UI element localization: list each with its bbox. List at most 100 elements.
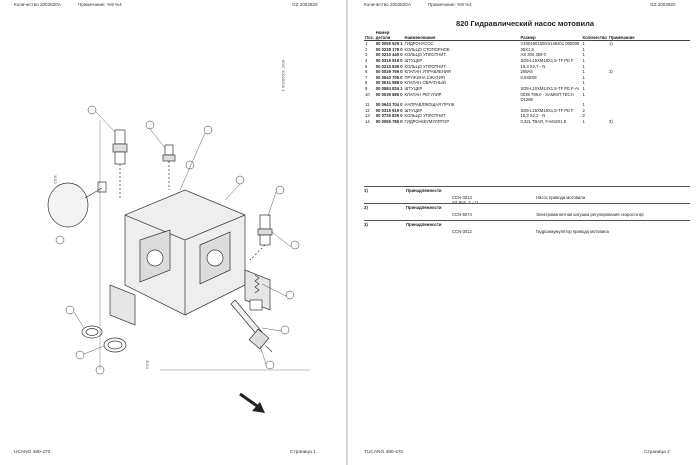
cell-name: ГИДРОАККУМУЛЯТОР bbox=[404, 119, 450, 125]
cell-name: КЛАПАН УПРАВЛЕНИЯ bbox=[404, 69, 451, 75]
cell-size: 0,8X8X8 bbox=[520, 74, 537, 80]
cell-qty: 1 bbox=[582, 74, 585, 80]
cell-part-number: 00 0039 759 0 bbox=[375, 69, 403, 75]
page-divider bbox=[346, 0, 348, 465]
note-label: Принадлежности bbox=[406, 205, 442, 210]
parts-table: Поз. Номер детали Наименование Размер Ко… bbox=[364, 29, 690, 124]
cell-pos: 11 bbox=[365, 102, 370, 108]
right-header-qty: Количество 2002820A bbox=[364, 2, 411, 7]
right-footer-model: TUCANO 480-470 bbox=[364, 450, 404, 455]
cell-part-number: 00 0584 834 1 bbox=[375, 86, 403, 92]
callout-3012: 3012 bbox=[53, 175, 58, 184]
note-description: Гидроаккумулятор привода мотовила bbox=[536, 229, 609, 234]
cell-part-number: 00 0725 839 0 bbox=[375, 113, 403, 119]
cell-name: ШТУЦЕР bbox=[404, 58, 423, 64]
cell-part-number: 00 0055 786 0 bbox=[375, 119, 403, 125]
cell-note bbox=[608, 91, 690, 102]
cell-size: 0,32L TBAR, F-M18X1,5 bbox=[520, 119, 567, 125]
cell-qty: 1 bbox=[582, 119, 585, 125]
cell-part-number: 00 0210 440 0 bbox=[375, 52, 403, 58]
cell-name: ШТУЦЕР bbox=[404, 107, 423, 113]
left-footer-page: Страница 1 bbox=[290, 450, 316, 455]
cell-pos: 10 bbox=[365, 91, 370, 97]
cell-note: 1) bbox=[608, 41, 613, 47]
cell-name: КОЛЬЦО СТОПОРНОЕ bbox=[404, 46, 450, 52]
left-header-note: Примечание: %9 %4 bbox=[78, 2, 122, 7]
cell-pos: 4 bbox=[365, 58, 368, 64]
callout-3013: 3013 bbox=[145, 360, 150, 369]
direction-arrow-icon bbox=[239, 392, 265, 413]
cell-pos: 13 bbox=[365, 113, 370, 119]
cell-name: НАПРАВЛЯЮЩАЯ ПРУЖ bbox=[404, 102, 455, 108]
cell-pos: 6 bbox=[365, 69, 368, 75]
cell-size: 35X1,5 bbox=[520, 46, 534, 52]
col-header-part-number: Номер детали bbox=[374, 29, 404, 41]
page-title: 820 Гидравлический насос мотовила bbox=[455, 19, 595, 28]
note-label: Принадлежности bbox=[406, 188, 442, 193]
cell-name: ГИДРОНАСОС bbox=[404, 41, 434, 47]
col-header-pos: Поз. bbox=[364, 29, 375, 41]
cell-note: 3) bbox=[608, 119, 613, 125]
note-label: Принадлежности bbox=[406, 222, 442, 227]
note-extra: mit Pos. 2 - 11 bbox=[452, 200, 479, 205]
cell-part-number: 00 0228 178 0 bbox=[375, 46, 403, 52]
cell-qty: 2 bbox=[582, 113, 585, 119]
cell-part-number: 00 0055 529 1 bbox=[375, 41, 403, 47]
note-block: 2) Принадлежности CCN-9274 Электромагнит… bbox=[364, 203, 690, 220]
cell-qty: 2 bbox=[582, 107, 585, 113]
cell-part-number: 00 0213 839 0 bbox=[375, 63, 403, 69]
cell-size: SD5-L15XM18X1,5-TF PE F bbox=[520, 58, 574, 64]
cell-name: ПРУЖИНА СЖАТИЯ bbox=[404, 74, 445, 80]
cell-part-number: 00 0643 705 0 bbox=[375, 74, 403, 80]
right-page: Количество 2002820A Примечание: %9 %4 GZ… bbox=[350, 0, 700, 465]
cell-qty: 1 bbox=[582, 58, 585, 64]
cell-part-number: 00 0631 588 0 bbox=[375, 80, 403, 86]
cell-size: SD5-L15XM18X1,5-TF PE F bbox=[520, 107, 574, 113]
col-header-qty: Количество bbox=[581, 29, 608, 41]
left-header-code: GZ 2002820 bbox=[292, 2, 318, 7]
accumulator-part bbox=[47, 182, 89, 228]
cell-size: AS 300 359 0 bbox=[520, 52, 546, 58]
cell-pos: 12 bbox=[365, 107, 370, 113]
cell-pos: 9 bbox=[365, 86, 368, 92]
cell-qty: 1 bbox=[582, 41, 585, 47]
cell-size: V1001901500/4149201 005008 bbox=[520, 41, 580, 47]
note-number: 1) bbox=[364, 188, 368, 193]
note-block: 1) Принадлежности CCN-3013 Насос привода… bbox=[364, 186, 690, 205]
col-header-name: Наименование bbox=[403, 29, 520, 41]
cell-part-number: 00 0039 689 0 bbox=[375, 91, 403, 97]
note-block: 3) Принадлежности CCN-3012 Гидроаккумуля… bbox=[364, 220, 690, 237]
note-code: CCN-9274 bbox=[452, 212, 472, 217]
cell-pos: 7 bbox=[365, 74, 368, 80]
cell-pos: 5 bbox=[365, 63, 368, 69]
table-header-row: Поз. Номер детали Наименование Размер Ко… bbox=[364, 29, 690, 41]
left-header-qty: Количество 2002820A bbox=[14, 2, 61, 7]
cell-part-number: 00 0315 919 0 bbox=[375, 107, 403, 113]
left-page: Количество 2002820A Примечание: %9 %4 GZ… bbox=[0, 0, 345, 465]
note-number: 3) bbox=[364, 222, 368, 227]
cell-qty: 1 bbox=[582, 52, 585, 58]
cell-size: 15,3 X2,2 - N bbox=[520, 113, 546, 119]
note-description: Электромагнитная катушка регулирования с… bbox=[536, 212, 644, 217]
notes-section: 1) Принадлежности CCN-3013 Насос привода… bbox=[364, 186, 690, 237]
cell-name: КОЛЬЦО УПЛОТНИТ. bbox=[404, 52, 447, 58]
left-footer-model: UCANO 480-470 bbox=[14, 450, 51, 455]
cell-pos: 1 bbox=[365, 41, 368, 47]
cell-pos: 14 bbox=[365, 119, 370, 125]
right-header-code: GZ 2002820 bbox=[650, 2, 676, 7]
cell-name: КЛАПАН РЕГУЛИР. bbox=[404, 91, 442, 97]
cell-name: КОЛЬЦО УПЛОТНИТ. bbox=[404, 63, 447, 69]
cell-size: 208A8 bbox=[520, 69, 533, 75]
note-number: 2) bbox=[364, 205, 368, 210]
cell-qty: 1 bbox=[582, 86, 585, 92]
cell-qty: 1 bbox=[582, 46, 585, 52]
